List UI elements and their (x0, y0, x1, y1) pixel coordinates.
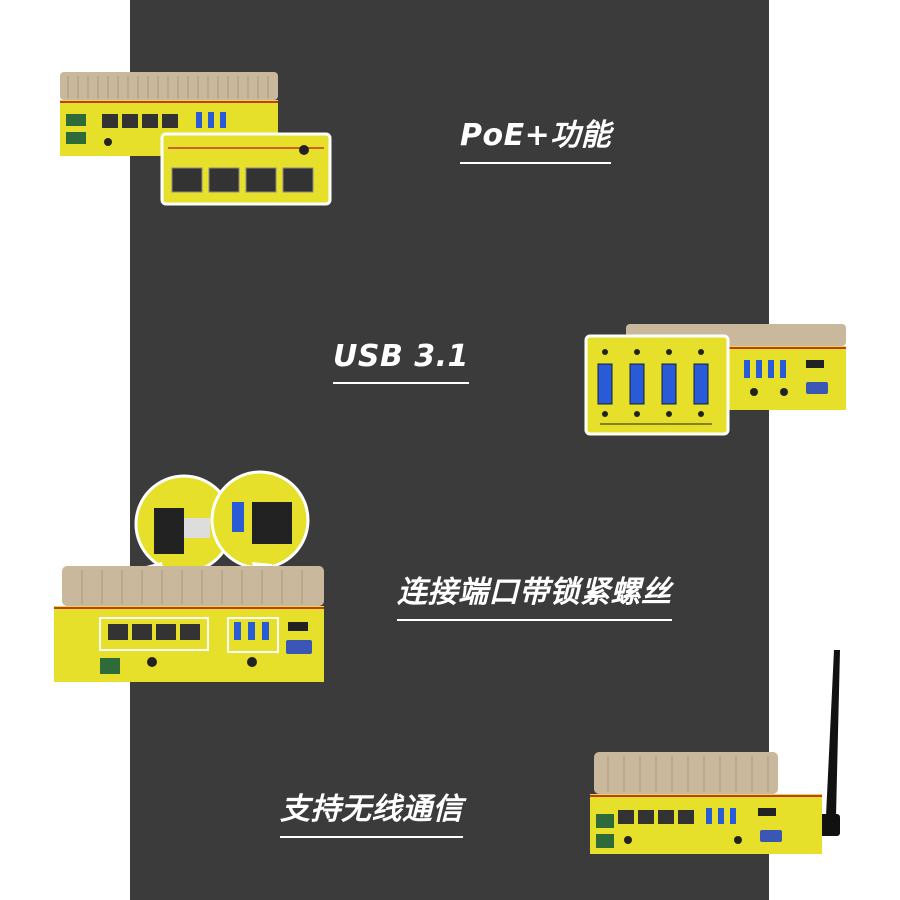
feature-title-wireless-text: 支持无线通信 (280, 792, 463, 827)
feature-title-poe-text: PoE+功能 (460, 118, 612, 153)
feature-underline (333, 382, 469, 384)
usb-device-image (584, 320, 850, 444)
feature-title-wireless: 支持无线通信 (280, 784, 463, 838)
feature-underline (397, 619, 672, 621)
feature-title-usb-text: USB 3.1 (333, 339, 469, 374)
feature-title-usb: USB 3.1 (333, 339, 469, 384)
feature-underline (280, 836, 463, 838)
wireless-device-image (588, 646, 858, 860)
feature-title-poe: PoE+功能 (460, 110, 612, 164)
feature-underline (460, 162, 612, 164)
feature-title-locking-screws: 连接端口带锁紧螺丝 (397, 567, 672, 621)
poe-device-image (58, 70, 348, 214)
locking-port-device-image (52, 462, 332, 691)
feature-title-locking-screws-text: 连接端口带锁紧螺丝 (397, 575, 672, 610)
